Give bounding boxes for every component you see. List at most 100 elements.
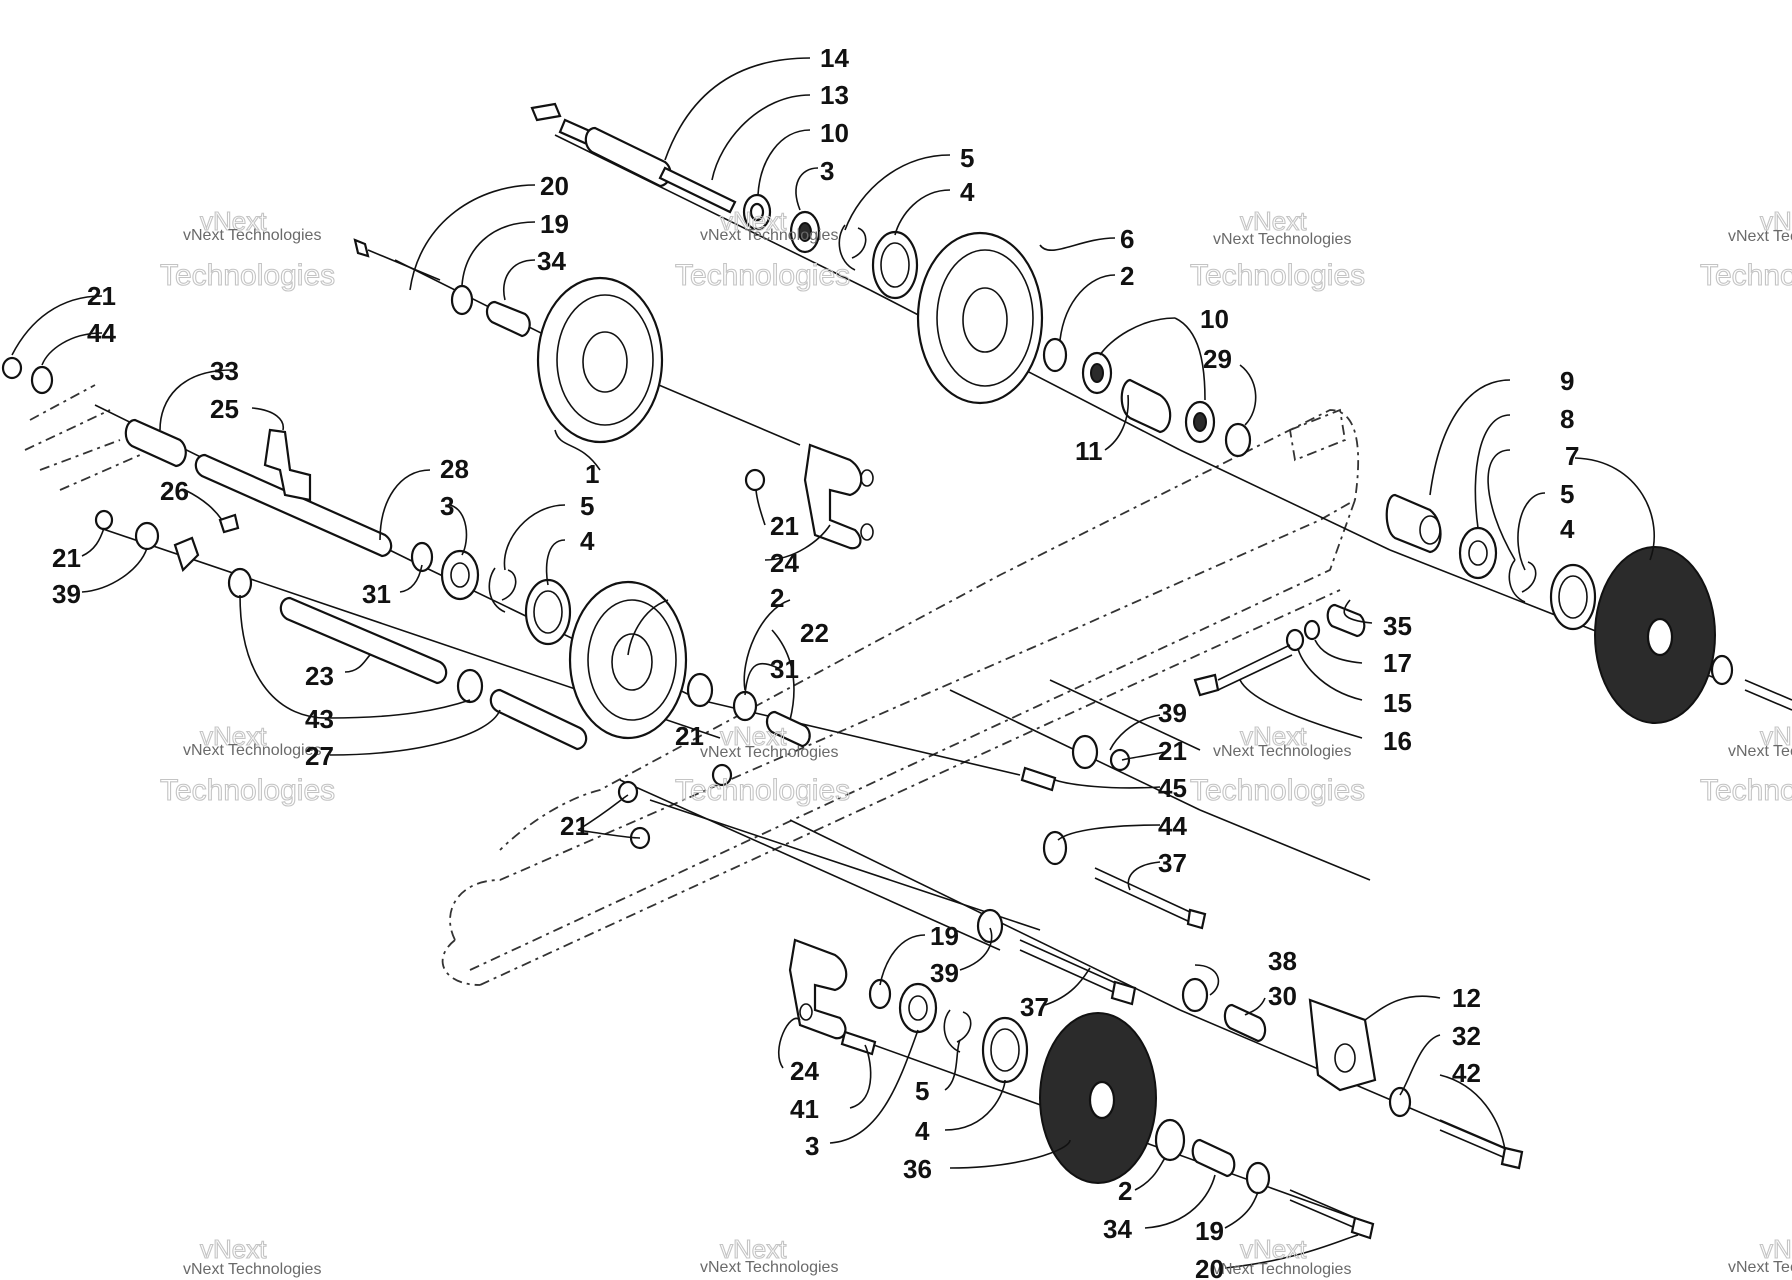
callout-37-upper: 37 [1158,848,1187,878]
callout-24-center: 24 [770,548,799,578]
watermark-11-mid: vNext Technologies [1213,1261,1351,1278]
callout-2-center: 2 [770,583,784,613]
watermark-8-mid: vNext Technologies [1728,743,1792,760]
watermark-8-bot: Technologies [1700,774,1792,807]
callout-33: 33 [210,356,239,386]
callout-3-lower: 3 [805,1131,819,1161]
callout-24-lower: 24 [790,1056,819,1086]
callout-3-left: 3 [440,491,454,521]
watermark-7-bot: Technologies [1190,774,1365,807]
watermarks: vNext vNext Technologies Technologies vN… [159,205,1792,1278]
watermark-9-mid: vNext Technologies [183,1261,321,1278]
callout-4-right: 4 [1560,514,1575,544]
callout-21-tl: 21 [87,281,116,311]
callout-21-left: 21 [52,543,81,573]
leader-lines [11,57,1655,1269]
callout-21-center2: 21 [675,721,704,751]
right-upper-wheel-assembly [1193,493,1792,724]
watermark-7-mid: vNext Technologies [1213,743,1351,760]
callout-30: 30 [1268,981,1297,1011]
watermark-3-bot: Technologies [1190,259,1365,292]
watermark-2-mid: vNext Technologies [700,227,838,244]
callout-6: 6 [1120,224,1134,254]
watermark-6-mid: vNext Technologies [700,744,838,761]
callout-19-bottom: 19 [1195,1216,1224,1246]
watermark-5-mid: vNext Technologies [183,742,321,759]
callout-31-center: 31 [770,654,799,684]
callout-29: 29 [1203,344,1232,374]
left-cross-shaft-assembly [1,356,811,748]
callout-4-left: 4 [580,526,595,556]
watermark-10-top: vNext [720,1234,787,1264]
callout-5-left: 5 [580,491,594,521]
lower-right-wheel-assembly [1154,977,1524,1240]
watermark-9-top: vNext [200,1234,267,1264]
upper-shaft-assembly [530,102,1252,458]
callout-16: 16 [1383,726,1412,756]
center-upper-bracket [744,443,874,550]
center-bolts [711,734,1207,930]
callout-23: 23 [305,661,334,691]
watermark-7-top: vNext [1240,721,1307,751]
callout-1: 1 [585,459,599,489]
left-upper-wheel-assembly [353,238,664,444]
watermark-1-mid: vNext Technologies [183,227,321,244]
callout-44-center: 44 [1158,811,1187,841]
watermark-11-top: vNext [1240,1234,1307,1264]
callout-9: 9 [1560,366,1574,396]
callout-19-top: 19 [540,209,569,239]
callout-39-center: 39 [1158,698,1187,728]
callout-26: 26 [160,476,189,506]
callout-labels: 14 13 10 3 5 4 20 19 34 6 2 10 29 11 21 … [52,43,1579,1280]
callout-39-left: 39 [52,579,81,609]
callout-5-right: 5 [1560,479,1574,509]
callout-20-bottom: 20 [1195,1254,1224,1280]
callout-11: 11 [1075,436,1103,466]
callout-4-top: 4 [960,177,975,207]
watermark-4-mid: vNext Technologies [1728,228,1792,245]
lower-center-wheel-assembly [617,780,1157,1184]
callout-35: 35 [1383,611,1412,641]
watermark-6-bot: Technologies [675,774,850,807]
watermark-5-bot: Technologies [160,774,335,807]
watermark-6-top: vNext [720,721,787,751]
callout-38: 38 [1268,946,1297,976]
callout-32: 32 [1452,1021,1481,1051]
callout-2-lower: 2 [1118,1176,1132,1206]
callout-5-top: 5 [960,143,974,173]
callout-39-lower: 39 [930,958,959,988]
watermark-8-top: vNext [1760,721,1792,751]
callout-20-top: 20 [540,171,569,201]
callout-13: 13 [820,80,849,110]
watermark-1-top: vNext [200,206,267,236]
callout-44-tl: 44 [87,318,116,348]
callout-12: 12 [1452,983,1481,1013]
callout-4-lower: 4 [915,1116,930,1146]
callout-42: 42 [1452,1058,1481,1088]
watermark-12-top: vNext [1760,1234,1792,1264]
callout-31-left: 31 [362,579,391,609]
watermark-1-bot: Technologies [160,259,335,292]
lower-left-shaft-assembly [94,509,588,751]
callout-3-top: 3 [820,156,834,186]
watermark-2-top: vNext [720,206,787,236]
callout-17: 17 [1383,648,1412,678]
callout-8: 8 [1560,404,1574,434]
watermark-2-bot: Technologies [675,259,850,292]
callout-37-lower: 37 [1020,992,1049,1022]
callout-5-lower: 5 [915,1076,929,1106]
callout-14: 14 [820,43,849,73]
callout-21-lower: 21 [560,811,589,841]
callout-45: 45 [1158,773,1187,803]
callout-36: 36 [903,1154,932,1184]
callout-41: 41 [790,1094,819,1124]
callout-43: 43 [305,704,334,734]
slide-rail-frame [24,384,1359,986]
watermark-12-mid: vNext Technologies [1728,1259,1792,1276]
callout-21-center3: 21 [1158,736,1187,766]
callout-7: 7 [1565,441,1579,471]
watermark-3-mid: vNext Technologies [1213,231,1351,248]
watermark-3-top: vNext [1240,206,1307,236]
callout-19-lower: 19 [930,921,959,951]
